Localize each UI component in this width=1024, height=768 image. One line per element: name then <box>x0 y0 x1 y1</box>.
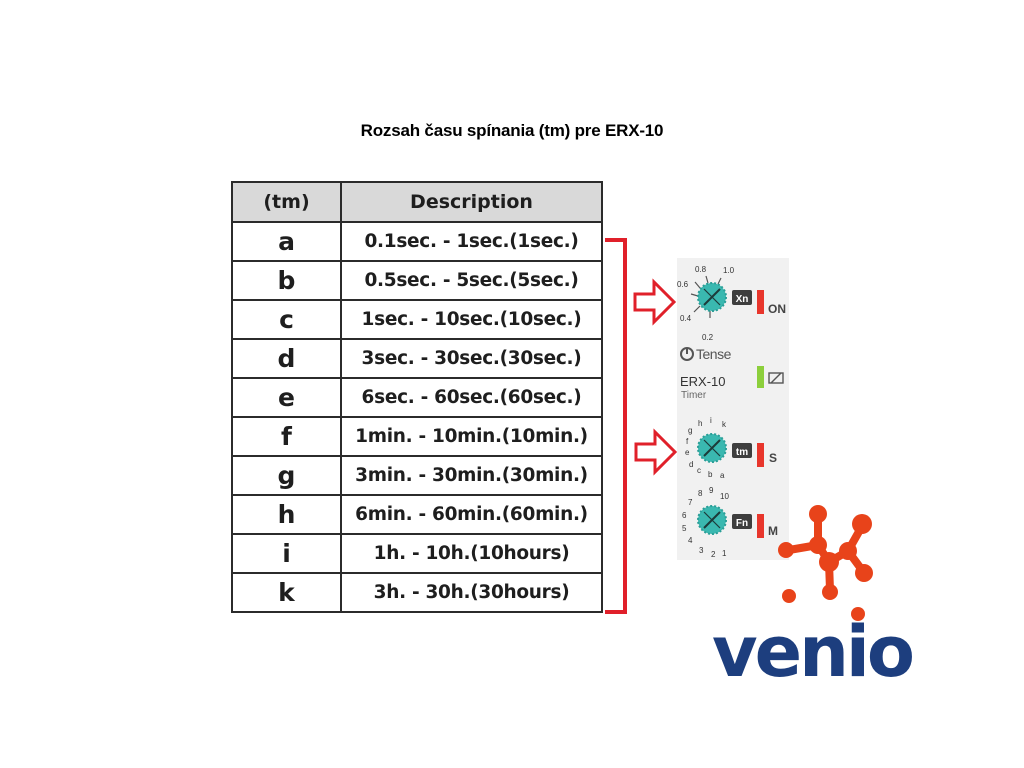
fn-scale-label: 1 <box>722 549 727 558</box>
xn-scale-label: 1.0 <box>723 266 735 275</box>
description-cell: 1min. - 10min.(10min.) <box>340 416 603 457</box>
device-subtitle: Timer <box>681 390 707 401</box>
tm-scale-label: g <box>688 426 692 435</box>
tm-cell: h <box>231 494 342 535</box>
description-cell: 3min. - 30min.(30min.) <box>340 455 603 496</box>
description-cell: 3sec. - 30sec.(30sec.) <box>340 338 603 379</box>
fn-scale-label: 6 <box>682 511 687 520</box>
tm-scale-label: k <box>722 420 727 429</box>
tm-cell: k <box>231 572 342 613</box>
xn-scale-label: 0.8 <box>695 265 707 274</box>
tm-scale-label: a <box>720 471 725 480</box>
tm-cell: b <box>231 260 342 301</box>
fn-scale-label: 10 <box>720 492 729 501</box>
arrow-to-xn-dial-icon <box>633 278 677 326</box>
table-header-row: (tm) Description <box>231 181 603 223</box>
tm-scale-label: b <box>708 470 713 479</box>
tm-scale-label: e <box>685 448 690 457</box>
xn-scale-label: 0.4 <box>680 314 692 323</box>
tm-cell: c <box>231 299 342 340</box>
brand-name: Tense <box>696 346 732 362</box>
venio-logo-text: venio <box>712 611 913 693</box>
xn-scale-label: 0.2 <box>702 333 714 342</box>
description-cell: 1sec. - 10sec.(10sec.) <box>340 299 603 340</box>
fn-tag: Fn <box>736 518 748 529</box>
power-led-icon <box>757 366 764 388</box>
tm-cell: e <box>231 377 342 418</box>
tm-scale-label: f <box>686 437 689 446</box>
tm-cell: f <box>231 416 342 457</box>
description-cell: 1h. - 10h.(10hours) <box>340 533 603 574</box>
tm-cell: i <box>231 533 342 574</box>
fn-scale-label: 2 <box>711 550 716 559</box>
description-cell: 0.1sec. - 1sec.(1sec.) <box>340 221 603 262</box>
tm-scale-label: h <box>698 419 702 428</box>
tm-scale-label: d <box>689 460 693 469</box>
xn-dial: 0.2 0.4 0.6 0.8 1.0 <box>677 265 735 342</box>
tm-scale-label: c <box>697 466 701 475</box>
description-cell: 3h. - 30h.(30hours) <box>340 572 603 613</box>
s-indicator-label: S <box>769 451 777 465</box>
description-cell: 6sec. - 60sec.(60sec.) <box>340 377 603 418</box>
m-led-icon <box>757 514 764 538</box>
on-indicator-label: ON <box>768 302 786 316</box>
erx-10-device-panel <box>677 258 789 560</box>
fn-scale-label: 3 <box>699 546 704 555</box>
tm-dial: a b c d e f g h i k <box>685 416 727 480</box>
column-header-tm: (tm) <box>231 181 342 223</box>
fn-scale-label: 8 <box>698 489 703 498</box>
tm-cell: d <box>231 338 342 379</box>
fn-dial: 1 2 3 4 5 6 7 8 9 10 <box>682 486 729 559</box>
s-led-icon <box>757 443 764 467</box>
page-title: Rozsah času spínania (tm) pre ERX-10 <box>360 121 664 140</box>
tm-cell: a <box>231 221 342 262</box>
m-indicator-label: M <box>768 524 778 538</box>
on-led-icon <box>757 290 764 314</box>
tm-cell: g <box>231 455 342 496</box>
description-cell: 6min. - 60min.(60min.) <box>340 494 603 535</box>
column-header-description: Description <box>340 181 603 223</box>
fn-scale-label: 4 <box>688 536 693 545</box>
xn-tag: Xn <box>736 294 749 305</box>
arrow-to-tm-dial-icon <box>634 428 678 476</box>
bracket-connector <box>605 238 627 614</box>
fn-scale-label: 9 <box>709 486 714 495</box>
venio-logo-mark-icon <box>778 505 873 621</box>
fn-scale-label: 7 <box>688 498 693 507</box>
xn-scale-label: 0.6 <box>677 280 689 289</box>
device-model: ERX-10 <box>680 374 726 389</box>
description-cell: 0.5sec. - 5sec.(5sec.) <box>340 260 603 301</box>
fn-scale-label: 5 <box>682 524 687 533</box>
tm-scale-label: i <box>710 416 712 425</box>
tm-tag: tm <box>736 447 748 458</box>
relay-symbol-icon <box>768 372 784 384</box>
